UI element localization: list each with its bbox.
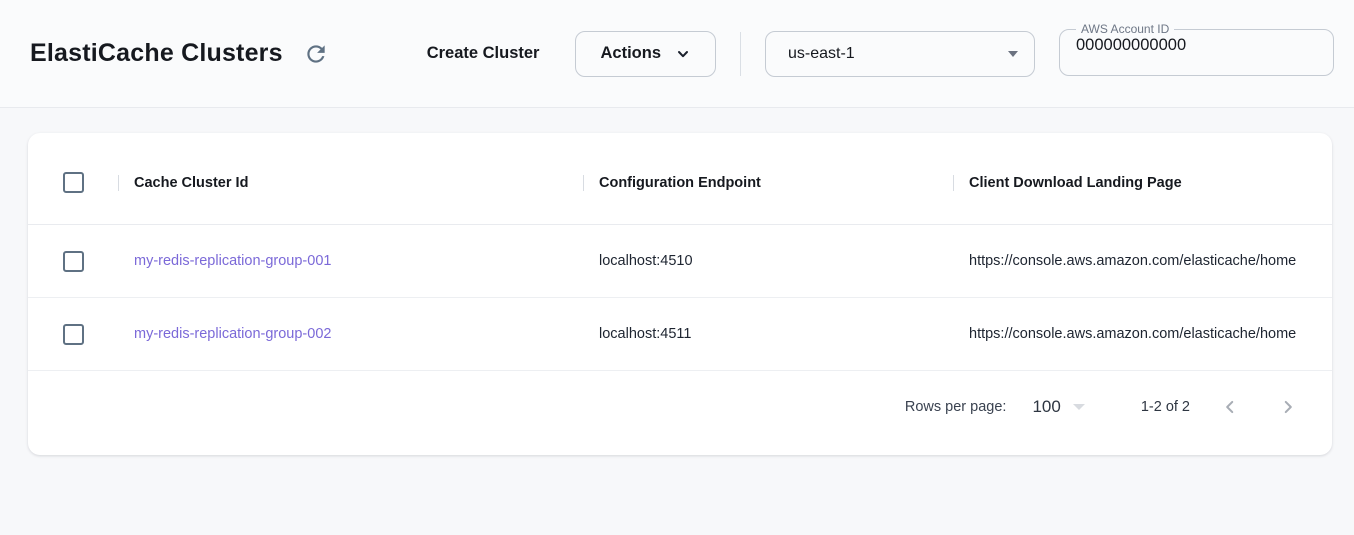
topbar-divider xyxy=(740,31,741,76)
table-header-row: Cache Cluster Id Configuration Endpoint … xyxy=(28,141,1332,225)
main-content: Cache Cluster Id Configuration Endpoint … xyxy=(0,108,1354,455)
next-page-button[interactable] xyxy=(1268,387,1308,427)
row-checkbox[interactable] xyxy=(62,250,84,272)
page-title: ElastiCache Clusters xyxy=(30,39,283,67)
chevron-down-icon xyxy=(675,46,691,62)
clusters-table-card: Cache Cluster Id Configuration Endpoint … xyxy=(28,133,1332,455)
column-header-client-download-landing-page[interactable]: Client Download Landing Page xyxy=(953,175,1332,191)
topbar: ElastiCache Clusters Create Cluster Acti… xyxy=(0,0,1354,108)
table-row: my-redis-replication-group-002 localhost… xyxy=(28,298,1332,371)
refresh-icon xyxy=(303,41,329,67)
configuration-endpoint-cell: localhost:4511 xyxy=(599,326,692,342)
actions-button-label: Actions xyxy=(600,44,661,62)
client-download-landing-page-cell: https://console.aws.amazon.com/elasticac… xyxy=(969,326,1297,342)
triangle-down-icon xyxy=(1072,404,1085,410)
select-all-checkbox[interactable] xyxy=(62,172,84,193)
create-cluster-button[interactable]: Create Cluster xyxy=(425,34,542,73)
column-header-cache-cluster-id[interactable]: Cache Cluster Id xyxy=(118,175,583,191)
client-download-landing-page-cell: https://console.aws.amazon.com/elasticac… xyxy=(969,253,1297,269)
configuration-endpoint-cell: localhost:4510 xyxy=(599,253,693,269)
previous-page-button[interactable] xyxy=(1210,387,1250,427)
rows-per-page-value: 100 xyxy=(1032,397,1061,416)
region-select[interactable]: us-east-1 xyxy=(765,30,1035,77)
column-header-configuration-endpoint[interactable]: Configuration Endpoint xyxy=(583,175,953,191)
table-row: my-redis-replication-group-001 localhost… xyxy=(28,225,1332,298)
region-select-value: us-east-1 xyxy=(788,44,855,62)
row-checkbox[interactable] xyxy=(62,323,84,345)
cache-cluster-id-link[interactable]: my-redis-replication-group-001 xyxy=(134,253,332,269)
chevron-left-icon xyxy=(1221,398,1239,416)
chevron-right-icon xyxy=(1279,398,1297,416)
table-footer: Rows per page: 100 1-2 of 2 xyxy=(28,371,1332,443)
actions-menu-button[interactable]: Actions xyxy=(575,30,716,77)
triangle-down-icon xyxy=(1008,50,1018,57)
aws-account-id-input[interactable] xyxy=(1072,35,1321,55)
rows-per-page-select[interactable]: 100 xyxy=(1032,397,1085,417)
topbar-controls: Create Cluster Actions us-east-1 AWS Acc… xyxy=(425,23,1334,77)
rows-per-page-label: Rows per page: xyxy=(904,399,1007,415)
pagination-range-label: 1-2 of 2 xyxy=(1140,399,1190,415)
aws-account-id-label: AWS Account ID xyxy=(1081,22,1170,36)
cache-cluster-id-link[interactable]: my-redis-replication-group-002 xyxy=(134,326,332,342)
aws-account-id-field: AWS Account ID xyxy=(1059,23,1334,76)
pagination-nav xyxy=(1210,387,1308,427)
refresh-button[interactable] xyxy=(299,37,333,71)
